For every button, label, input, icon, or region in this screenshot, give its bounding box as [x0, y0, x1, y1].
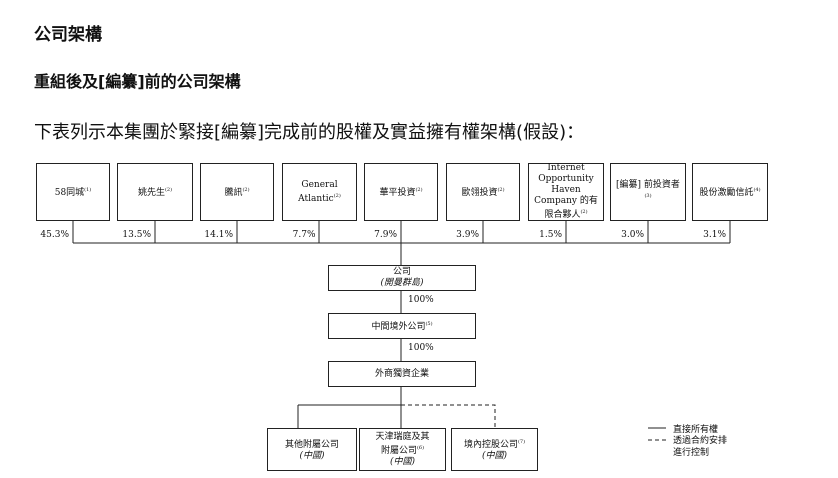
company-name: 公司	[392, 267, 411, 277]
sub-note: (6)	[416, 444, 425, 451]
shareholder-box: General Atlantic(2)	[282, 163, 357, 221]
shareholder-box: 騰訊(2)	[200, 163, 274, 221]
sub-box: 境內控股公司(7) (中國)	[451, 428, 538, 471]
sub-name: 天津瑞庭及其附屬公司	[375, 431, 430, 456]
shareholder-box: 華平投資(2)	[364, 163, 438, 221]
shareholder-box: Internet Opportunity Haven Company 的有限合夥…	[528, 163, 604, 221]
shareholder-note: (2)	[242, 187, 250, 193]
shareholder-note: (1)	[84, 187, 92, 193]
offshore-name: 中間境外公司	[371, 322, 426, 332]
legend-dashed: 透過合約安排進行控制	[673, 436, 728, 458]
shareholder-note: (3)	[644, 192, 652, 199]
sub-place: (中國)	[299, 451, 325, 461]
sub-box: 其他附屬公司 (中國)	[267, 428, 357, 471]
shareholding-pct: 1.5%	[539, 230, 562, 240]
shareholder-name: [編纂] 前投資者	[616, 179, 680, 190]
sub-name: 境內控股公司	[463, 440, 518, 450]
sub-place: (中國)	[481, 451, 508, 461]
shareholder-name: General Atlantic	[298, 179, 338, 204]
sub-place: (中國)	[389, 456, 416, 467]
sub-note: (7)	[517, 439, 526, 445]
page-title: 公司架構	[34, 25, 102, 45]
shareholding-pct: 7.9%	[374, 230, 397, 240]
shareholder-box: 歐翎投資(2)	[446, 163, 520, 221]
wfoe-name: 外商獨資企業	[374, 368, 429, 379]
legend-solid: 直接所有權	[673, 425, 719, 435]
shareholder-name: 騰訊	[224, 188, 243, 198]
offshore-company-box: 中間境外公司(5)	[328, 313, 476, 339]
wfoe-box: 外商獨資企業	[328, 361, 476, 387]
shareholder-name: 歐翎投資	[461, 188, 498, 198]
shareholding-pct: 45.3%	[40, 230, 69, 240]
shareholding-pct: 3.9%	[456, 230, 479, 240]
sub-box: 天津瑞庭及其附屬公司(6) (中國)	[359, 428, 446, 471]
shareholder-name: 58同城	[54, 188, 85, 198]
shareholder-box: 股份激勵信託(4)	[692, 163, 768, 221]
shareholder-note: (2)	[164, 187, 173, 193]
shareholder-name: Internet Opportunity Haven Company 的有限合夥…	[534, 163, 598, 220]
shareholding-pct: 7.7%	[292, 230, 316, 240]
company-box: 公司 (開曼群島)	[328, 265, 476, 291]
shareholder-name: 華平投資	[379, 188, 416, 198]
section-subtitle: 重組後及[編纂]前的公司架構	[34, 72, 241, 91]
shareholder-note: (2)	[333, 192, 341, 199]
shareholding-pct: 3.0%	[621, 230, 644, 240]
shareholding-pct: 3.1%	[703, 230, 726, 240]
intro-text: 下表列示本集團於緊接[編纂]完成前的股權及實益擁有權架構(假設)：	[34, 122, 585, 143]
shareholder-name: 姚先生	[137, 188, 165, 198]
shareholder-box: 姚先生(2)	[117, 163, 193, 221]
shareholder-note: (2)	[497, 187, 505, 193]
shareholder-name: 股份激勵信託	[699, 188, 754, 198]
shareholder-note: (4)	[753, 187, 761, 193]
shareholder-note: (2)	[580, 209, 588, 215]
shareholder-box: 58同城(1)	[36, 163, 110, 221]
sub-name: 其他附屬公司	[284, 440, 339, 450]
shareholding-pct: 13.5%	[122, 230, 151, 240]
pct-company-offshore: 100%	[408, 295, 434, 305]
offshore-note: (5)	[425, 321, 433, 327]
shareholder-note: (2)	[415, 187, 423, 193]
shareholder-box: [編纂] 前投資者 (3)	[610, 163, 686, 221]
company-place: (開曼群島)	[380, 278, 424, 288]
shareholding-pct: 14.1%	[204, 230, 233, 240]
pct-offshore-wfoe: 100%	[408, 343, 434, 353]
